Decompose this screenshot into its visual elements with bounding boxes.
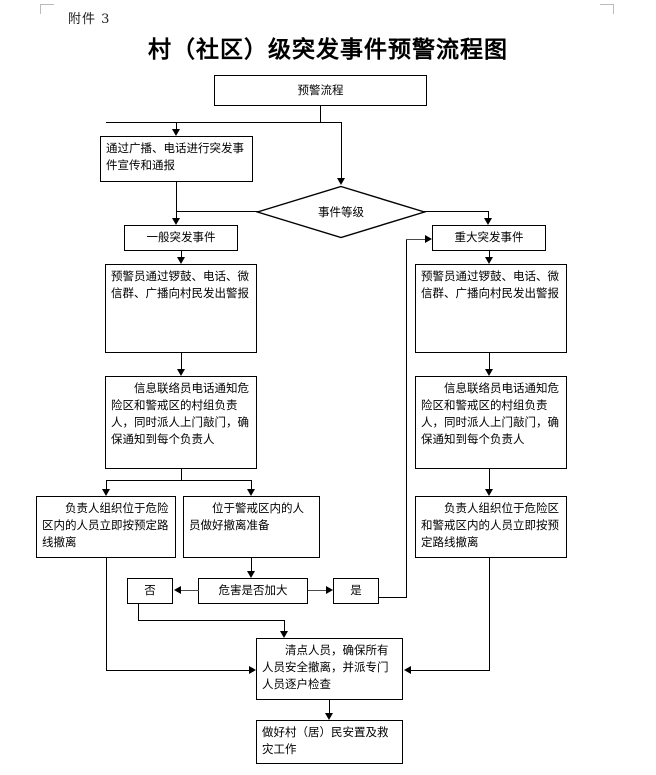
node-evacuate-both-zones[interactable]: 负责人组织位于危险区和警戒区内的人员立即按预定路线撤离 — [415, 496, 567, 558]
node-decision-hazard-increase[interactable]: 危害是否加大 — [198, 578, 308, 604]
edge-hazard-to-no — [181, 590, 199, 592]
node-label: 否 — [144, 583, 156, 598]
edge-alarm-to-liaison-left-arrow — [177, 369, 185, 376]
crop-mark-top-right-v — [613, 4, 614, 14]
edge-alarm-to-liaison-left — [181, 353, 183, 369]
node-headcount-check[interactable]: 清点人员，确保所有人员安全撤离，并派专门人员逐户检查 — [256, 638, 403, 700]
node-broadcast-notify[interactable]: 通过广播、电话进行突发事件宣传和通报 — [100, 136, 253, 182]
node-label: 危害是否加大 — [218, 583, 288, 598]
node-resettlement-relief[interactable]: 做好村（居）民安置及救灾工作 — [256, 720, 403, 764]
node-start-warning-process[interactable]: 预警流程 — [214, 75, 427, 106]
node-evacuate-danger-zone[interactable]: 负责人组织位于危险区内的人员立即按预定路线撤离 — [36, 496, 176, 558]
node-label: 位于警戒区内的人员做好撤离准备 — [189, 501, 304, 533]
node-label: 做好村（居）民安置及救灾工作 — [262, 725, 389, 757]
edge-to-prepare-alert-arrow — [247, 489, 255, 496]
edge-major-to-alarm-arrow — [485, 257, 493, 264]
edge-to-general — [176, 211, 178, 218]
edge-liaison-left-bus — [106, 480, 252, 482]
edge-hazard-to-no-arrow — [174, 586, 181, 594]
node-major-emergency[interactable]: 重大突发事件 — [432, 225, 546, 251]
edge-no-right — [138, 620, 285, 622]
node-label: 预警员通过锣鼓、电话、微信群、广播向村民发出警报 — [421, 269, 559, 301]
node-label: 事件等级 — [318, 205, 364, 219]
edge-headcount-to-relief — [329, 700, 331, 713]
edge-alarm-to-liaison-right — [489, 353, 491, 369]
edge-to-general-arrow — [172, 218, 180, 225]
edge-major-to-alarm — [489, 251, 491, 257]
node-prepare-alert-zone[interactable]: 位于警戒区内的人员做好撤离准备 — [183, 496, 320, 558]
node-label: 负责人组织位于危险区和警戒区内的人员立即按预定路线撤离 — [421, 501, 559, 550]
crop-mark-top-right-h — [600, 4, 614, 5]
edge-yes-right — [379, 597, 407, 599]
node-warner-alarm-left[interactable]: 预警员通过锣鼓、电话、微信群、广播向村民发出警报 — [105, 264, 257, 353]
node-label: 预警员通过锣鼓、电话、微信群、广播向村民发出警报 — [111, 269, 249, 301]
node-liaison-notify-left[interactable]: 信息联络员电话通知危险区和警戒区的村组负责人，同时派人上门敲门，确保通知到每个负… — [105, 376, 257, 469]
edge-yes-into-major — [406, 239, 425, 241]
edge-start-down — [320, 106, 322, 123]
edge-hazard-to-yes-arrow — [326, 586, 333, 594]
node-general-emergency[interactable]: 一般突发事件 — [124, 225, 238, 251]
edge-to-evacuate-danger — [106, 480, 108, 489]
edge-decision-left-bus — [176, 211, 258, 213]
edge-liaison-left-down — [181, 469, 183, 481]
edge-no-to-headcount — [284, 620, 286, 631]
edge-evacuate-both-down — [489, 558, 491, 671]
edge-to-major-arrow — [484, 218, 492, 225]
edge-broadcast-down — [176, 182, 178, 212]
edge-to-prepare-alert — [251, 480, 253, 489]
attachment-label: 附件 3 — [68, 12, 111, 27]
node-warner-alarm-right[interactable]: 预警员通过锣鼓、电话、微信群、广播向村民发出警报 — [415, 264, 567, 353]
edge-to-broadcast — [176, 122, 178, 129]
node-label: 清点人员，确保所有人员安全撤离，并派专门人员逐户检查 — [262, 643, 389, 692]
node-branch-no[interactable]: 否 — [127, 578, 173, 604]
edge-general-to-alarm-arrow — [177, 257, 185, 264]
edge-to-evacuate-danger-arrow — [102, 489, 110, 496]
crop-mark-top-left-h — [40, 4, 54, 5]
crop-mark-top-left-v — [40, 4, 41, 14]
edge-evacuate-both-left — [411, 670, 490, 672]
edge-liaison-right-to-evacuate — [489, 469, 491, 489]
node-label: 信息联络员电话通知危险区和警戒区的村组负责人，同时派人上门敲门，确保通知到每个负… — [111, 381, 249, 447]
edge-prepare-to-hazard — [251, 558, 253, 571]
edge-decision-right-bus — [424, 211, 489, 213]
edge-to-major — [488, 211, 490, 218]
edge-alarm-to-liaison-right-arrow — [485, 369, 493, 376]
edge-start-bus — [106, 122, 342, 124]
diamond-shape — [256, 185, 426, 239]
edge-evacuate-danger-arrow — [249, 666, 256, 674]
node-label: 通过广播、电话进行突发事件宣传和通报 — [106, 141, 244, 173]
node-label: 预警流程 — [297, 82, 344, 97]
edge-liaison-right-to-evacuate-arrow — [485, 489, 493, 496]
node-branch-yes[interactable]: 是 — [333, 578, 379, 604]
edge-to-decision-arrow — [337, 178, 345, 185]
edge-evacuate-danger-right — [106, 670, 249, 672]
edge-no-down — [138, 604, 140, 621]
edge-prepare-to-hazard-arrow — [247, 571, 255, 578]
node-label: 重大突发事件 — [454, 230, 524, 245]
node-label: 负责人组织位于危险区内的人员立即按预定路线撤离 — [42, 501, 169, 550]
edge-evacuate-danger-down — [106, 558, 108, 671]
edge-evacuate-both-arrow — [404, 666, 411, 674]
edge-headcount-to-relief-arrow — [325, 713, 333, 720]
edge-hazard-to-yes — [308, 590, 326, 592]
edge-yes-up — [406, 239, 408, 598]
edge-yes-into-major-arrow — [425, 235, 432, 243]
edge-general-to-alarm — [181, 251, 183, 257]
node-label: 是 — [350, 583, 362, 598]
node-decision-event-level[interactable]: 事件等级 — [256, 185, 426, 239]
node-label: 一般突发事件 — [146, 230, 216, 245]
node-label: 信息联络员电话通知危险区和警戒区的村组负责人，同时派人上门敲门，确保通知到每个负… — [421, 381, 559, 447]
edge-to-decision — [341, 122, 343, 178]
node-liaison-notify-right[interactable]: 信息联络员电话通知危险区和警戒区的村组负责人，同时派人上门敲门，确保通知到每个负… — [415, 376, 567, 469]
edge-to-broadcast-arrow — [172, 129, 180, 136]
page-title: 村（社区）级突发事件预警流程图 — [148, 36, 508, 63]
edge-no-to-headcount-arrow — [280, 631, 288, 638]
